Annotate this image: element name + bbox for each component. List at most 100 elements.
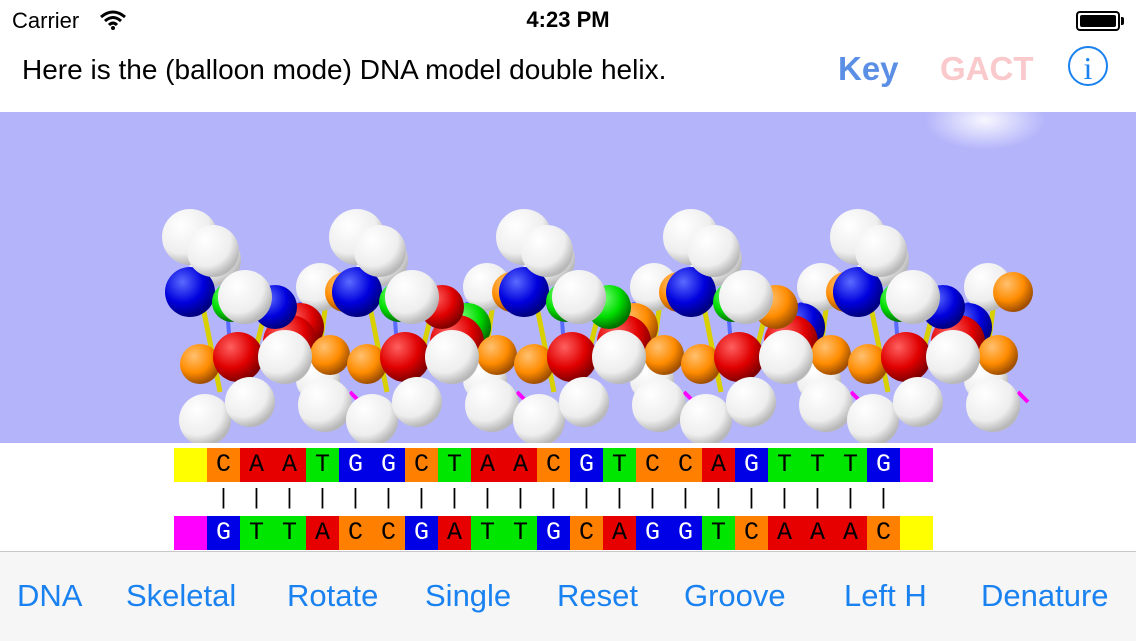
atom-sphere bbox=[926, 330, 980, 384]
denature-button[interactable]: Denature bbox=[981, 578, 1109, 613]
status-bar: Carrier 4:23 PM bbox=[0, 0, 1136, 40]
bond-mark: | bbox=[381, 486, 396, 511]
bond-mark: | bbox=[513, 486, 528, 511]
atom-sphere bbox=[425, 330, 479, 384]
top-base: T bbox=[306, 448, 339, 482]
atom-sphere bbox=[886, 270, 940, 324]
atom-sphere bbox=[258, 330, 312, 384]
bond-rod bbox=[1016, 390, 1030, 404]
bottom-base: T bbox=[471, 516, 504, 550]
bottom-base: G bbox=[636, 516, 669, 550]
bond-mark: | bbox=[843, 486, 858, 511]
atom-sphere bbox=[332, 267, 382, 317]
top-base: C bbox=[405, 448, 438, 482]
bottom-end-cap bbox=[900, 516, 933, 550]
bond-mark: | bbox=[711, 486, 726, 511]
dna-3d-viewport[interactable] bbox=[0, 112, 1136, 443]
top-base: A bbox=[702, 448, 735, 482]
atom-sphere bbox=[833, 267, 883, 317]
gact-button[interactable]: GACT bbox=[940, 50, 1034, 87]
atom-sphere bbox=[354, 225, 406, 277]
atom-sphere bbox=[592, 330, 646, 384]
bottom-base: G bbox=[537, 516, 570, 550]
bond-mark: | bbox=[282, 486, 297, 511]
top-base: A bbox=[504, 448, 537, 482]
base-pair-bonds: ||||||||||||||||||||| bbox=[174, 486, 900, 512]
top-base: G bbox=[339, 448, 372, 482]
description-text: Here is the (balloon mode) DNA model dou… bbox=[22, 54, 667, 85]
bond-mark: | bbox=[876, 486, 891, 511]
bond-mark: | bbox=[249, 486, 264, 511]
bond-mark: | bbox=[612, 486, 627, 511]
top-base: G bbox=[867, 448, 900, 482]
atom-sphere bbox=[310, 335, 350, 375]
bond-mark: | bbox=[480, 486, 495, 511]
rotate-button[interactable]: Rotate bbox=[287, 578, 379, 613]
atom-sphere bbox=[513, 394, 565, 443]
bond-mark: | bbox=[546, 486, 561, 511]
atom-sphere bbox=[714, 332, 764, 382]
key-button[interactable]: Key bbox=[838, 50, 899, 87]
bottom-base: C bbox=[867, 516, 900, 550]
atom-sphere bbox=[298, 378, 352, 432]
bond-mark: | bbox=[810, 486, 825, 511]
bond-mark: | bbox=[579, 486, 594, 511]
top-base: T bbox=[438, 448, 471, 482]
atom-sphere bbox=[811, 335, 851, 375]
atom-sphere bbox=[213, 332, 263, 382]
bottom-base: A bbox=[306, 516, 339, 550]
atom-sphere bbox=[978, 335, 1018, 375]
atom-sphere bbox=[521, 225, 573, 277]
atom-sphere bbox=[392, 377, 442, 427]
atom-sphere bbox=[799, 378, 853, 432]
atom-sphere bbox=[726, 377, 776, 427]
top-end-cap bbox=[174, 448, 207, 482]
reset-button[interactable]: Reset bbox=[557, 578, 638, 613]
atom-sphere bbox=[881, 332, 931, 382]
carrier-label: Carrier bbox=[12, 8, 80, 33]
atom-sphere bbox=[848, 344, 888, 384]
atom-sphere bbox=[559, 377, 609, 427]
atom-sphere bbox=[552, 270, 606, 324]
atom-sphere bbox=[477, 335, 517, 375]
bottom-base: A bbox=[801, 516, 834, 550]
single-button[interactable]: Single bbox=[425, 578, 512, 613]
top-base: T bbox=[768, 448, 801, 482]
atom-sphere bbox=[644, 335, 684, 375]
atom-sphere bbox=[385, 270, 439, 324]
bottom-end-cap bbox=[174, 516, 207, 550]
bottom-base: T bbox=[273, 516, 306, 550]
bond-mark: | bbox=[315, 486, 330, 511]
skeletal-button[interactable]: Skeletal bbox=[126, 578, 237, 613]
top-end-cap bbox=[900, 448, 933, 482]
bottom-base: C bbox=[570, 516, 603, 550]
atom-sphere bbox=[966, 378, 1020, 432]
bottom-base: A bbox=[438, 516, 471, 550]
top-base: G bbox=[372, 448, 405, 482]
top-base: C bbox=[669, 448, 702, 482]
atom-sphere bbox=[632, 378, 686, 432]
atom-sphere bbox=[759, 330, 813, 384]
top-base: A bbox=[471, 448, 504, 482]
atom-sphere bbox=[225, 377, 275, 427]
atom-sphere bbox=[380, 332, 430, 382]
atom-sphere bbox=[347, 344, 387, 384]
atom-sphere bbox=[179, 394, 231, 443]
info-icon[interactable]: i bbox=[1068, 46, 1108, 86]
left-h-button[interactable]: Left H bbox=[844, 578, 927, 613]
clock: 4:23 PM bbox=[526, 7, 610, 32]
atom-sphere bbox=[346, 394, 398, 443]
groove-button[interactable]: Groove bbox=[684, 578, 786, 613]
bottom-base: C bbox=[339, 516, 372, 550]
dna-button[interactable]: DNA bbox=[17, 578, 83, 613]
bottom-base: A bbox=[603, 516, 636, 550]
atom-sphere bbox=[499, 267, 549, 317]
atom-sphere bbox=[847, 394, 899, 443]
top-base: A bbox=[240, 448, 273, 482]
atom-sphere bbox=[680, 394, 732, 443]
bottom-base: G bbox=[207, 516, 240, 550]
atom-sphere bbox=[688, 225, 740, 277]
bottom-base: T bbox=[702, 516, 735, 550]
